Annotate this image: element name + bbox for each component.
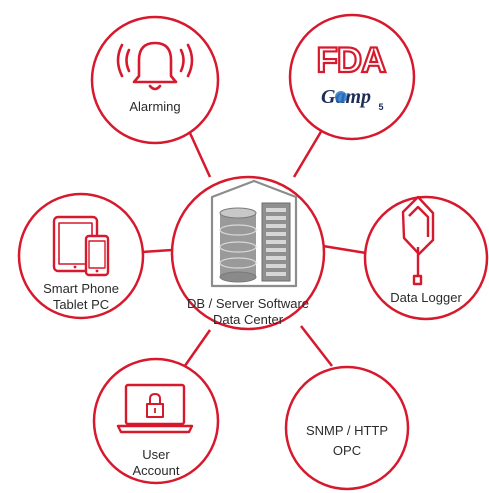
node-compliance-circle (288, 13, 416, 141)
fda-logo-text: FDA (317, 41, 387, 80)
center-label-line1: DB / Server Software (186, 296, 310, 311)
database-stack-icon (219, 207, 257, 283)
connector-snmp (300, 325, 333, 367)
snmp-label-line2: OPC (332, 443, 362, 458)
mobile-label-line2: Tablet PC (52, 297, 110, 312)
snmp-label-line1: SNMP / HTTP (305, 423, 389, 438)
account-label: User Account (111, 447, 201, 479)
account-label-line1: User (142, 447, 170, 462)
node-circles (17, 13, 489, 491)
connector-compliance (292, 129, 324, 178)
tablet-phone-icon (52, 215, 110, 277)
laptop-lock-icon (116, 383, 194, 434)
gamp-globe-icon (335, 91, 347, 103)
fda-gamp-logo: FDA Gamp 5 (315, 40, 388, 112)
account-label-line2: Account (132, 463, 180, 478)
data-logger-icon (401, 195, 435, 286)
bell-icon (116, 41, 194, 91)
gamp-version-text: 5 (378, 102, 383, 112)
center-label-line2: Data Center (212, 312, 284, 327)
connectors (141, 129, 367, 371)
connector-alarming (188, 132, 212, 178)
server-database-icon (210, 179, 298, 288)
alarming-label: Alarming (129, 99, 181, 114)
mobile-label: Smart Phone Tablet PC (26, 281, 136, 313)
snmp-label: SNMP / HTTP OPC (292, 421, 402, 461)
node-snmp-circle (284, 365, 410, 491)
logger-label: Data Logger (390, 290, 462, 305)
connector-mobile (141, 248, 173, 254)
center-label: DB / Server Software Data Center (178, 296, 318, 328)
connector-account (180, 329, 212, 371)
node-logger-circle (363, 195, 489, 321)
building-outline (210, 179, 298, 288)
mobile-label-line1: Smart Phone (43, 281, 119, 296)
connector-logger (322, 244, 367, 255)
server-rack-icon (261, 202, 291, 282)
node-alarming-circle (90, 15, 220, 145)
